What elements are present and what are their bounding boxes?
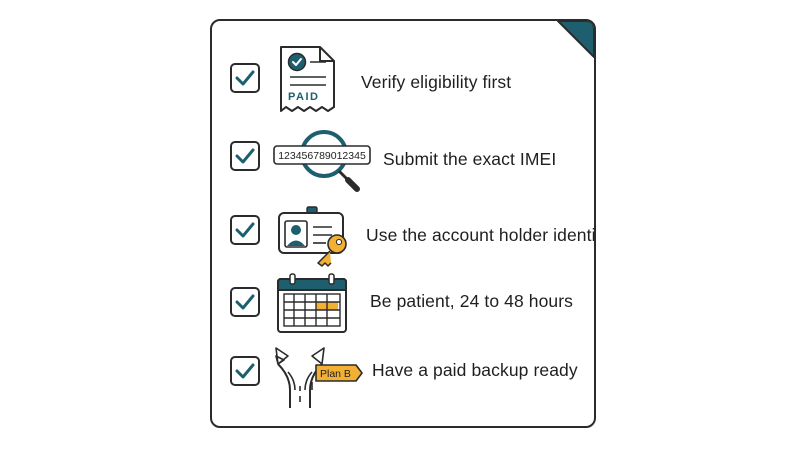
checkbox-checked-icon[interactable]: [230, 356, 260, 386]
checkbox-checked-icon[interactable]: [230, 287, 260, 317]
item-label: Have a paid backup ready: [372, 360, 578, 380]
item-label: Be patient, 24 to 48 hours: [370, 291, 574, 311]
item-label: Submit the exact IMEI: [383, 149, 557, 169]
checklist-item-account-holder-identity: Use the account holder identity: [212, 205, 596, 271]
id-card-key-icon: [278, 206, 347, 267]
imei-magnifier-icon: 123456789012345: [273, 130, 371, 192]
checklist-card: PAID Verify eligibility first 1234567890…: [210, 19, 596, 428]
split-road-plan-b-icon: Plan B: [275, 347, 363, 408]
checklist-item-be-patient: Be patient, 24 to 48 hours: [212, 273, 594, 340]
paid-stamp-text: PAID: [288, 91, 319, 103]
checkbox-checked-icon[interactable]: [230, 215, 260, 245]
key-icon: [317, 234, 347, 267]
plan-b-sign: Plan B: [315, 364, 363, 382]
checklist-item-submit-imei: 123456789012345 Submit the exact IMEI: [212, 126, 594, 192]
imei-number-text: 123456789012345: [278, 150, 366, 162]
paid-receipt-icon: PAID: [280, 46, 335, 112]
checklist-item-paid-backup: Plan B Have a paid backup ready: [212, 346, 594, 412]
checkbox-checked-icon[interactable]: [230, 63, 260, 93]
checkbox-checked-icon[interactable]: [230, 141, 260, 171]
plan-b-text: Plan B: [320, 368, 351, 380]
item-label: Verify eligibility first: [361, 72, 512, 92]
item-label: Use the account holder identity: [366, 225, 596, 245]
checklist-item-verify-eligibility: PAID Verify eligibility first: [212, 45, 594, 112]
calendar-icon: [277, 273, 347, 333]
